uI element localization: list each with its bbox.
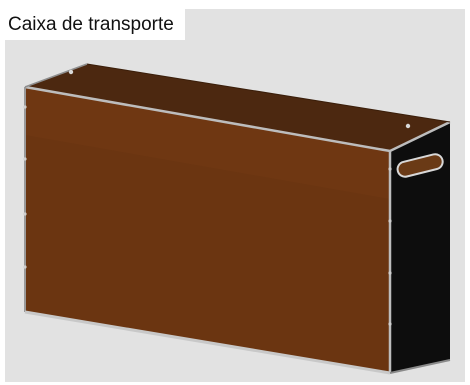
box-side-bottom-trim	[389, 359, 451, 374]
box-back-left-edge	[24, 63, 88, 88]
figure-caption: Caixa de transporte	[5, 9, 185, 40]
box-handle	[396, 153, 444, 178]
box-front-shade	[25, 87, 390, 199]
box-screws	[23, 105, 392, 326]
box-back-edge	[86, 63, 451, 123]
box-top-holes	[68, 69, 411, 129]
transport-box-illustration	[23, 63, 451, 375]
box-top-face	[25, 64, 450, 151]
box-front-face	[25, 87, 390, 373]
product-figure: Caixa de transporte	[5, 9, 465, 382]
box-side-face	[390, 122, 450, 373]
box-bottom-trim	[24, 310, 391, 375]
